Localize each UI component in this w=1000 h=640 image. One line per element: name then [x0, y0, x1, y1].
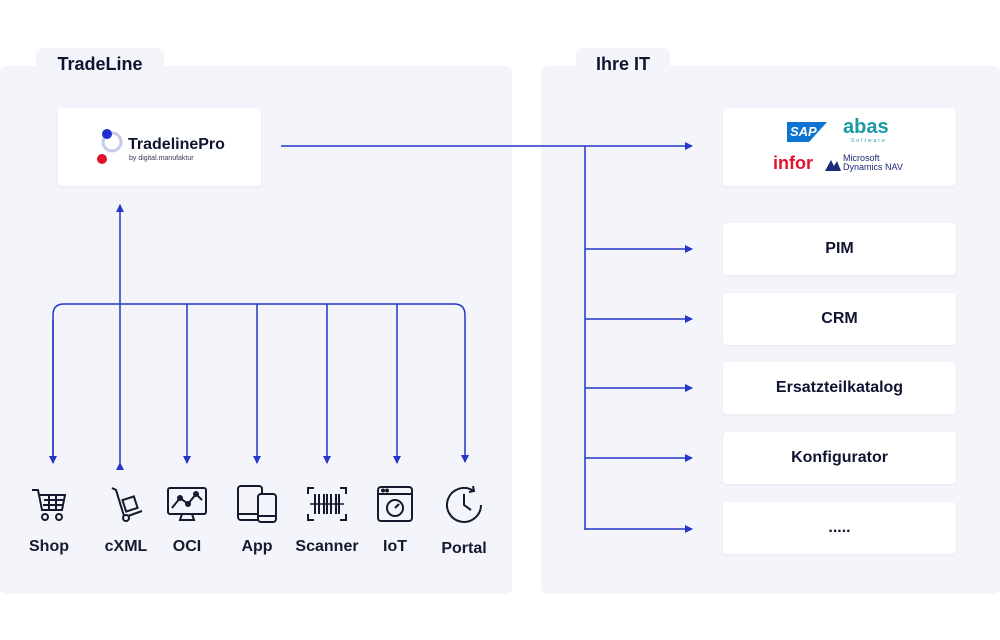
sap-logo: SAP	[787, 122, 827, 142]
tradelinepro-tagline: by digital.manufaktur	[129, 155, 194, 162]
microsoft-dynamics-icon	[825, 160, 841, 171]
mobile-devices-icon	[237, 485, 277, 523]
channel-portal: Portal	[424, 484, 504, 558]
system-label: Ersatzteilkatalog	[775, 379, 904, 396]
channel-cxml: cXML	[86, 484, 166, 556]
channel-scanner: Scanner	[287, 484, 367, 556]
hand-truck-icon	[111, 487, 143, 522]
channel-oci: OCI	[147, 484, 227, 556]
tradelinepro-name: TradelinePro	[128, 136, 225, 153]
channel-iot: IoT	[355, 484, 435, 556]
system-card-pim: PIM	[723, 223, 956, 275]
channel-bus	[52, 303, 469, 463]
abas-logo: abas	[843, 116, 889, 138]
system-card-ersatzteilkatalog: Ersatzteilkatalog	[723, 362, 956, 414]
channel-label: Portal	[441, 540, 487, 557]
tradelinepro-card: TradelinePro by digital.manufaktur	[58, 108, 261, 186]
channel-label: Shop	[29, 538, 69, 555]
channel-app: App	[217, 484, 297, 556]
channel-shop: Shop	[9, 484, 89, 556]
ms-logo-line2: Dynamics NAV	[843, 162, 903, 172]
system-card-konfigurator: Konfigurator	[723, 432, 956, 484]
tradelinepro-logo-icon	[97, 129, 123, 164]
system-label: .....	[828, 519, 851, 536]
clock-icon	[446, 485, 482, 523]
monitor-chart-icon	[167, 487, 207, 521]
system-card-more: .....	[723, 502, 956, 554]
ms-logo-line1: Microsoft	[843, 153, 880, 163]
channel-label: Scanner	[295, 538, 359, 555]
system-label: PIM	[825, 240, 854, 257]
channel-label: IoT	[383, 538, 407, 555]
shopping-cart-icon	[32, 489, 67, 521]
abas-logo-subtitle: Software	[851, 138, 887, 144]
erp-logos-card: SAP abas Software infor Microsoft Dynami…	[723, 108, 956, 186]
channel-label: OCI	[172, 538, 202, 555]
channel-label: cXML	[104, 538, 148, 555]
iot-device-icon	[377, 486, 413, 522]
tradeline-title: TradeLine	[36, 48, 164, 78]
system-label: CRM	[821, 310, 858, 327]
barcode-scanner-icon	[307, 487, 347, 521]
infor-logo: infor	[773, 153, 813, 173]
channel-label: App	[241, 538, 273, 555]
system-card-crm: CRM	[723, 293, 956, 345]
system-label: Konfigurator	[791, 449, 888, 466]
ihre-it-title: Ihre IT	[576, 48, 670, 78]
